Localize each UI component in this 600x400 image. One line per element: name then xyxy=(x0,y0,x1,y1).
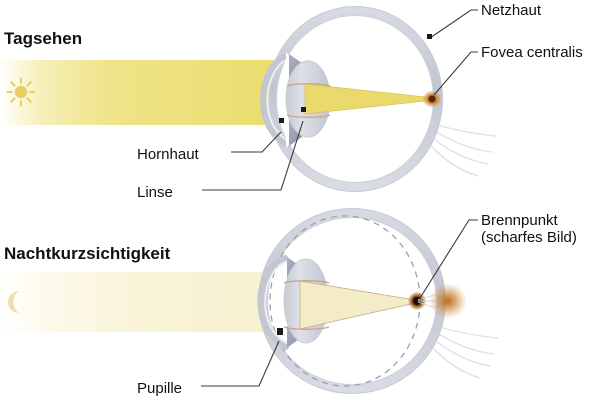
label-brennpunkt: Brennpunkt (scharfes Bild) xyxy=(481,212,577,246)
light-band-day xyxy=(0,60,292,125)
leader-lines-night xyxy=(201,219,478,387)
panel-night xyxy=(0,208,499,394)
leader-lines-day xyxy=(202,9,478,191)
moon-icon xyxy=(8,291,19,313)
label-pupille: Pupille xyxy=(137,380,183,397)
blurred-image-night xyxy=(429,283,467,319)
lens-line-upper-night xyxy=(283,280,330,284)
leader-dots-night xyxy=(277,328,283,335)
panel-title-day: Tagsehen xyxy=(4,29,83,48)
light-band-night xyxy=(0,272,292,332)
lens-line-upper-day xyxy=(286,83,331,87)
lens-line-lower-night xyxy=(283,326,330,330)
sun-icon xyxy=(6,77,36,107)
cornea-highlight-day xyxy=(266,58,290,142)
label-netzhaut: Netzhaut xyxy=(481,2,542,19)
label-fovea-centralis: Fovea centralis xyxy=(481,44,583,61)
focal-point-core-night xyxy=(413,297,421,305)
label-linse: Linse xyxy=(137,184,173,201)
label-hornhaut: Hornhaut xyxy=(137,146,199,163)
leader-dots-day xyxy=(279,34,432,123)
cornea-highlight-night xyxy=(264,261,288,344)
lens-line-lower-day xyxy=(286,114,331,118)
cornea-night xyxy=(257,255,289,350)
label-brennpunkt-line2: (scharfes Bild) xyxy=(481,229,577,246)
panel-title-night: Nachtkurzsichtigkeit xyxy=(4,244,171,263)
label-brennpunkt-line1: Brennpunkt xyxy=(481,212,558,229)
cornea-day xyxy=(260,52,291,148)
panel-day xyxy=(0,6,497,192)
fovea-core-day xyxy=(428,95,436,103)
